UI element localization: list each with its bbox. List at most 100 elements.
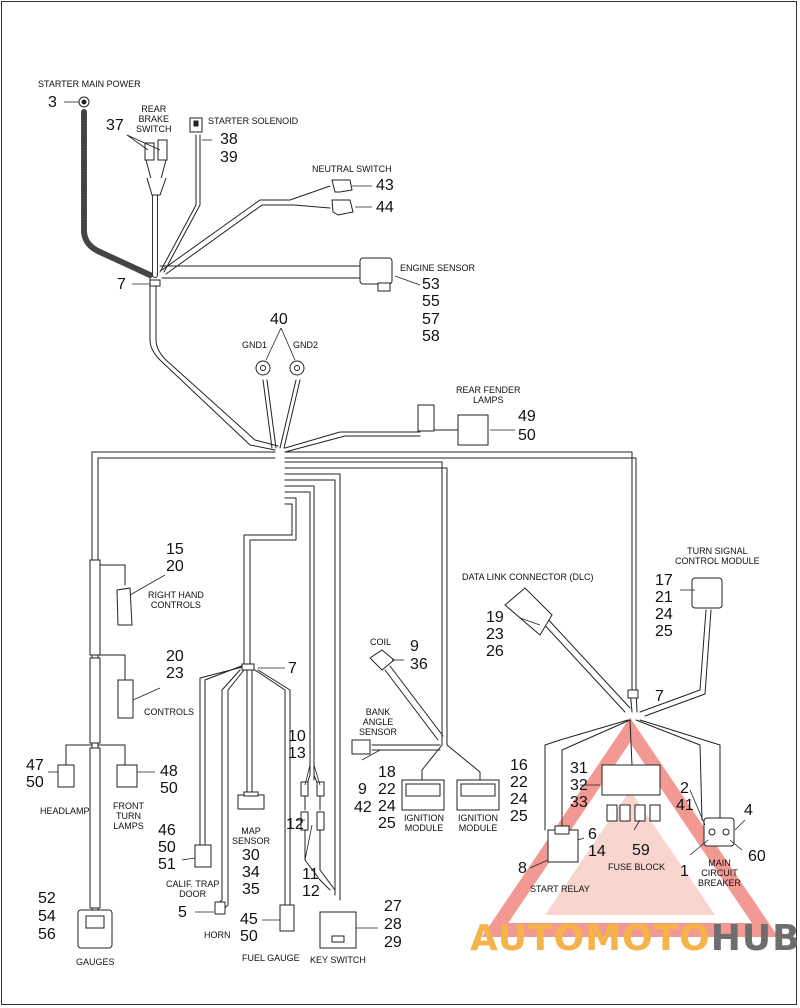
callout-45: 45 [240, 911, 258, 928]
callout-36: 36 [410, 656, 428, 673]
main-power-cable [81, 109, 153, 278]
callout-42: 42 [354, 799, 372, 816]
callout-25-tsm: 25 [655, 623, 673, 640]
label-rear-fender-lamps: REAR FENDER LAMPS [456, 385, 521, 405]
dlc-connector [504, 587, 553, 636]
ignition-branch [371, 665, 481, 781]
watermark-logo: AUTOMOTOHUB [470, 918, 800, 966]
callout-20-ctrl: 20 [166, 648, 184, 665]
fuel-gauge-connector [279, 904, 295, 932]
callout-6: 6 [588, 826, 597, 843]
callout-23-dlc: 23 [486, 626, 504, 643]
callout-25-ign2: 25 [510, 808, 528, 825]
starter-main-power-terminal [78, 96, 90, 108]
engine-sensor-connector [359, 257, 393, 292]
ignition-module-2 [456, 779, 500, 811]
callout-53: 53 [422, 276, 440, 293]
watermark-auto: AUTO [470, 918, 586, 959]
map-sensor-connector [237, 791, 265, 810]
callout-46: 46 [158, 822, 176, 839]
controls-connector [117, 679, 134, 719]
fuse-block [601, 764, 661, 822]
label-bank-angle-sensor: BANK ANGLE SENSOR [359, 707, 398, 737]
gauges-connector [77, 909, 113, 949]
rear-fender-wire [284, 429, 459, 453]
label-start-relay: START RELAY [530, 884, 590, 894]
callout-8: 8 [518, 860, 527, 877]
label-map-sensor: MAP SENSOR [232, 826, 271, 846]
label-turn-signal-control-module: TURN SIGNAL CONTROL MODULE [675, 546, 760, 566]
callout-15: 15 [166, 541, 184, 558]
label-gnd1: GND1 [242, 340, 268, 350]
callout-7-right: 7 [655, 688, 664, 705]
left-branch [65, 559, 126, 909]
callout-18: 18 [378, 764, 396, 781]
label-engine-sensor: ENGINE SENSOR [400, 263, 476, 273]
callout-4: 4 [744, 802, 753, 819]
callout-12-lower: 12 [302, 883, 320, 900]
callout-57: 57 [422, 311, 440, 328]
callout-50-fuel: 50 [240, 928, 258, 945]
callout-3: 3 [48, 94, 57, 111]
ground-leads [262, 379, 301, 449]
callout-60: 60 [748, 848, 766, 865]
watermark-moto: MOTO [585, 918, 711, 959]
label-front-turn-lamps: FRONT TURN LAMPS [113, 801, 144, 831]
leader-lines [48, 101, 746, 929]
callout-37: 37 [106, 117, 124, 134]
callout-41: 41 [676, 797, 694, 814]
callout-43: 43 [376, 177, 394, 194]
neutral-switch-connector [331, 179, 354, 216]
callout-25-ign1: 25 [378, 815, 396, 832]
callout-32: 32 [570, 777, 588, 794]
callout-13: 13 [288, 745, 306, 762]
callout-52: 52 [38, 890, 56, 907]
callout-54: 54 [38, 908, 56, 925]
calif-trap-door-connector [194, 844, 212, 868]
horn-connector [214, 901, 226, 915]
callout-58: 58 [422, 328, 440, 345]
callout-7-top: 7 [117, 276, 126, 293]
right-hand-controls-connector [116, 587, 133, 626]
main-trunk [91, 451, 637, 921]
callout-22-ign1: 22 [378, 781, 396, 798]
callout-39: 39 [220, 149, 238, 166]
harness-clips [149, 279, 639, 699]
key-switch [319, 911, 357, 949]
callout-31: 31 [570, 760, 588, 777]
small-connectors [300, 774, 336, 891]
headlamp-connector [57, 764, 75, 788]
label-calif-trap-door: CALIF. TRAP DOOR [166, 879, 220, 899]
callout-7-mid: 7 [288, 660, 297, 677]
callout-24-ign1: 24 [378, 798, 396, 815]
turn-signal-module [691, 577, 723, 609]
callout-1: 1 [680, 863, 689, 880]
label-starter-solenoid: STARTER SOLENOID [208, 116, 299, 126]
ignition-module-1 [401, 779, 445, 811]
callout-50-fender: 50 [518, 427, 536, 444]
callout-33: 33 [570, 794, 588, 811]
start-relay [547, 825, 579, 863]
callout-14: 14 [588, 843, 606, 860]
callout-50-calif: 50 [158, 839, 176, 856]
upper-harness [149, 134, 361, 451]
label-neutral-switch: NEUTRAL SWITCH [312, 164, 392, 174]
label-headlamp: HEADLAMP [40, 806, 90, 816]
callout-5: 5 [178, 904, 187, 921]
callout-49: 49 [518, 408, 536, 425]
label-data-link-connector: DATA LINK CONNECTOR (DLC) [462, 572, 594, 582]
callout-50-headlamp: 50 [26, 774, 44, 791]
callout-21: 21 [655, 589, 673, 606]
ground-rings [255, 360, 305, 376]
label-key-switch: KEY SWITCH [310, 955, 366, 965]
callout-22-ign2: 22 [510, 774, 528, 791]
callout-56: 56 [38, 926, 56, 943]
front-turn-lamps-connector [116, 764, 138, 788]
callout-47: 47 [26, 757, 44, 774]
callout-29: 29 [384, 934, 402, 951]
callout-30: 30 [242, 847, 260, 864]
label-main-circuit-breaker: MAIN CIRCUIT BREAKER [698, 858, 742, 888]
callout-38: 38 [220, 131, 238, 148]
